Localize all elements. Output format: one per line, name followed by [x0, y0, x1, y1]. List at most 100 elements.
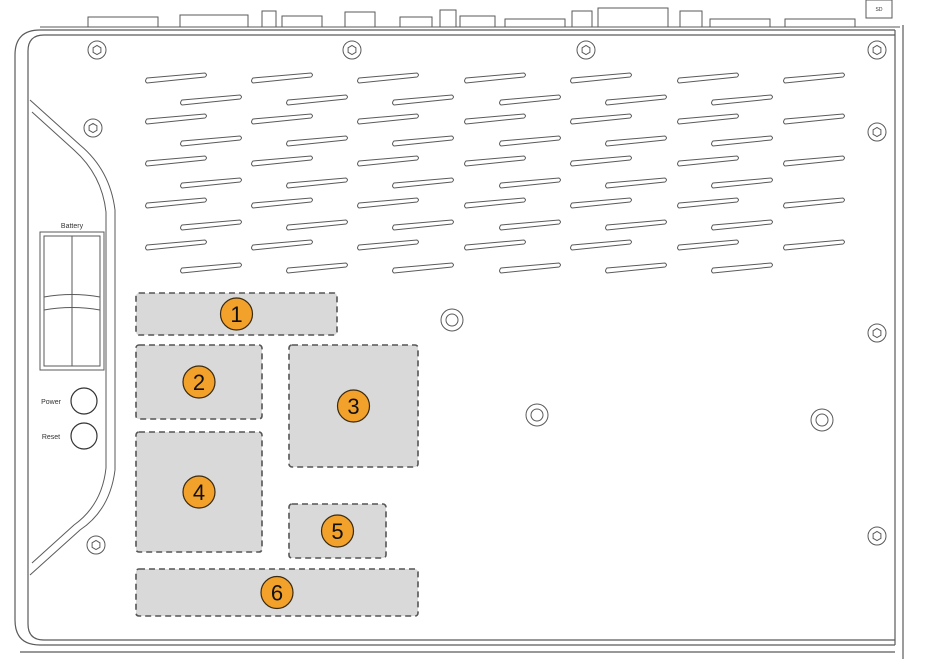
- vent-slot: [180, 262, 242, 274]
- vent-slot: [180, 219, 242, 231]
- screw-icon: [576, 40, 596, 60]
- screw-icon: [867, 526, 887, 546]
- vent-slot: [286, 135, 348, 147]
- zone-6: 6: [135, 568, 419, 617]
- vent-slot: [605, 94, 667, 106]
- component-zones: 1 2 3 4 5 6: [135, 292, 419, 617]
- standoff-icon: [525, 403, 549, 427]
- vent-slot: [677, 197, 739, 209]
- top-connector-label: SD: [876, 7, 883, 13]
- zone-1: 1: [135, 292, 338, 336]
- vent-slot: [783, 72, 845, 84]
- screw-icon: [87, 40, 107, 60]
- zone-badge: [182, 475, 216, 509]
- vent-slot: [783, 239, 845, 251]
- vent-slot: [180, 177, 242, 189]
- vent-slot: [392, 94, 454, 106]
- vent-slot: [499, 177, 561, 189]
- reset-label: Reset: [42, 434, 60, 441]
- zone-4: 4: [135, 431, 263, 553]
- vent-slot: [605, 135, 667, 147]
- vent-slot: [605, 219, 667, 231]
- zone-number: 3: [347, 394, 359, 419]
- vent-slot: [464, 113, 526, 125]
- screw-icon: [867, 40, 887, 60]
- vent-slot: [357, 197, 419, 209]
- vent-slot: [605, 177, 667, 189]
- vent-slot: [677, 239, 739, 251]
- vent-slot: [783, 113, 845, 125]
- vent-slot: [251, 155, 313, 167]
- vent-slot: [464, 197, 526, 209]
- vent-slot: [392, 262, 454, 274]
- zone-number: 1: [230, 302, 242, 327]
- screws: [83, 40, 887, 555]
- vent-slot: [357, 239, 419, 251]
- vent-slots: [145, 72, 845, 274]
- vent-slot: [251, 113, 313, 125]
- zone-3: 3: [288, 344, 419, 468]
- zone-badge: [182, 365, 216, 399]
- vent-slot: [677, 113, 739, 125]
- vent-slot: [145, 197, 207, 209]
- zone-badge: [320, 514, 355, 548]
- battery-compartment: [39, 231, 105, 371]
- vent-slot: [570, 197, 632, 209]
- vent-slot: [464, 239, 526, 251]
- screw-icon: [342, 40, 362, 60]
- vent-slot: [570, 155, 632, 167]
- vent-slot: [499, 262, 561, 274]
- reset-button[interactable]: [70, 422, 98, 450]
- vent-slot: [392, 177, 454, 189]
- zone-badge: [260, 575, 294, 610]
- vent-slot: [392, 135, 454, 147]
- zone-badge: [219, 297, 254, 331]
- vent-slot: [180, 94, 242, 106]
- vent-slot: [499, 219, 561, 231]
- vent-slot: [180, 135, 242, 147]
- vent-slot: [286, 177, 348, 189]
- vent-slot: [677, 155, 739, 167]
- vent-slot: [570, 113, 632, 125]
- vent-slot: [711, 94, 773, 106]
- vent-slot: [251, 197, 313, 209]
- vent-slot: [783, 197, 845, 209]
- vent-slot: [357, 72, 419, 84]
- vent-slot: [286, 219, 348, 231]
- battery-label: Battery: [61, 223, 84, 230]
- vent-slot: [145, 72, 207, 84]
- screw-icon: [83, 118, 103, 138]
- vent-slot: [251, 239, 313, 251]
- vent-slot: [145, 239, 207, 251]
- screw-icon: [867, 122, 887, 142]
- vent-slot: [145, 113, 207, 125]
- zone-badge: [336, 389, 371, 423]
- vent-slot: [570, 72, 632, 84]
- vent-slot: [286, 94, 348, 106]
- side-panel: [29, 99, 116, 576]
- power-button[interactable]: [70, 387, 98, 415]
- vent-slot: [783, 155, 845, 167]
- vent-slot: [251, 72, 313, 84]
- zone-number: 2: [193, 370, 205, 395]
- vent-slot: [605, 262, 667, 274]
- zone-5: 5: [288, 503, 387, 559]
- vent-slot: [677, 72, 739, 84]
- screw-icon: [867, 323, 887, 343]
- standoff-icon: [810, 408, 834, 432]
- vent-slot: [392, 219, 454, 231]
- vent-slot: [286, 262, 348, 274]
- vent-slot: [499, 94, 561, 106]
- zone-number: 4: [193, 480, 205, 505]
- zone-2: 2: [135, 344, 263, 420]
- vent-slot: [570, 239, 632, 251]
- vent-slot: [145, 155, 207, 167]
- vent-slot: [464, 155, 526, 167]
- vent-slot: [464, 72, 526, 84]
- top-connector-strip: [40, 0, 900, 28]
- zone-number: 5: [331, 519, 343, 544]
- vent-slot: [499, 135, 561, 147]
- screw-icon: [86, 535, 106, 555]
- vent-slot: [711, 262, 773, 274]
